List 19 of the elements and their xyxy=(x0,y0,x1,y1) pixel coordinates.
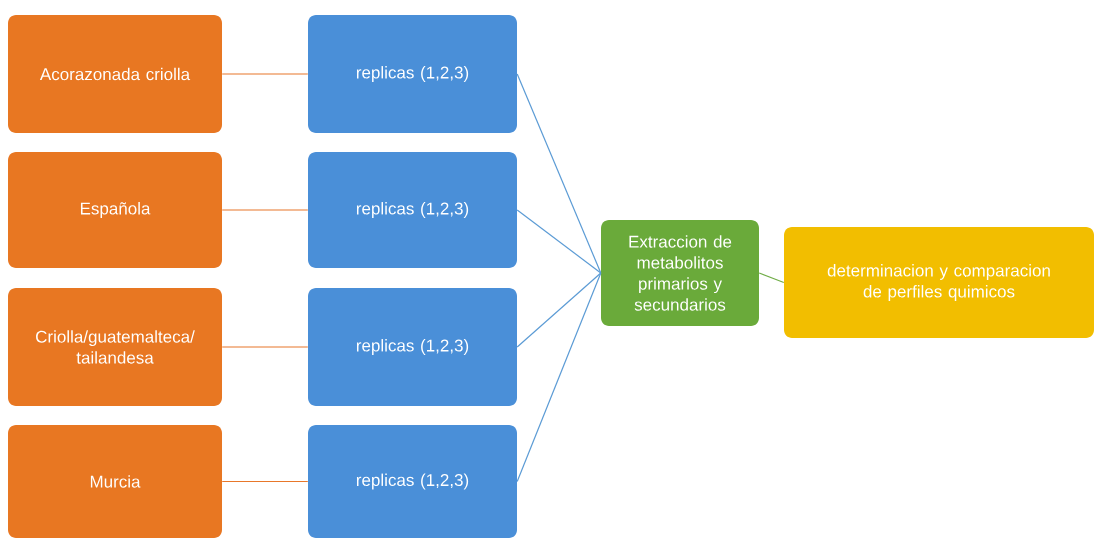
replicas-box: replicas (1,2,3) xyxy=(308,288,517,406)
replicas-box: replicas (1,2,3) xyxy=(308,15,517,133)
connector-line xyxy=(516,272,602,483)
connector-line xyxy=(221,73,309,75)
connector-line xyxy=(221,480,309,483)
variety-box: Española xyxy=(8,152,222,268)
replicas-box: replicas (1,2,3) xyxy=(308,152,517,268)
connector-line xyxy=(516,272,602,348)
connector-line xyxy=(758,272,785,284)
replicas-box: replicas (1,2,3) xyxy=(308,425,517,538)
connector-line xyxy=(221,346,309,348)
connector-line xyxy=(516,73,602,274)
result-box: determinacion y comparacion de perfiles quimicos xyxy=(784,227,1094,338)
process-box: Extraccion de metabolitos primarios y secundarios xyxy=(601,220,759,326)
connector-line xyxy=(221,209,309,211)
variety-box: Criolla/guatemalteca/tailandesa xyxy=(8,288,222,406)
variety-box: Murcia xyxy=(8,425,222,538)
variety-box: Acorazonada criolla xyxy=(8,15,222,133)
connector-line xyxy=(516,209,602,274)
